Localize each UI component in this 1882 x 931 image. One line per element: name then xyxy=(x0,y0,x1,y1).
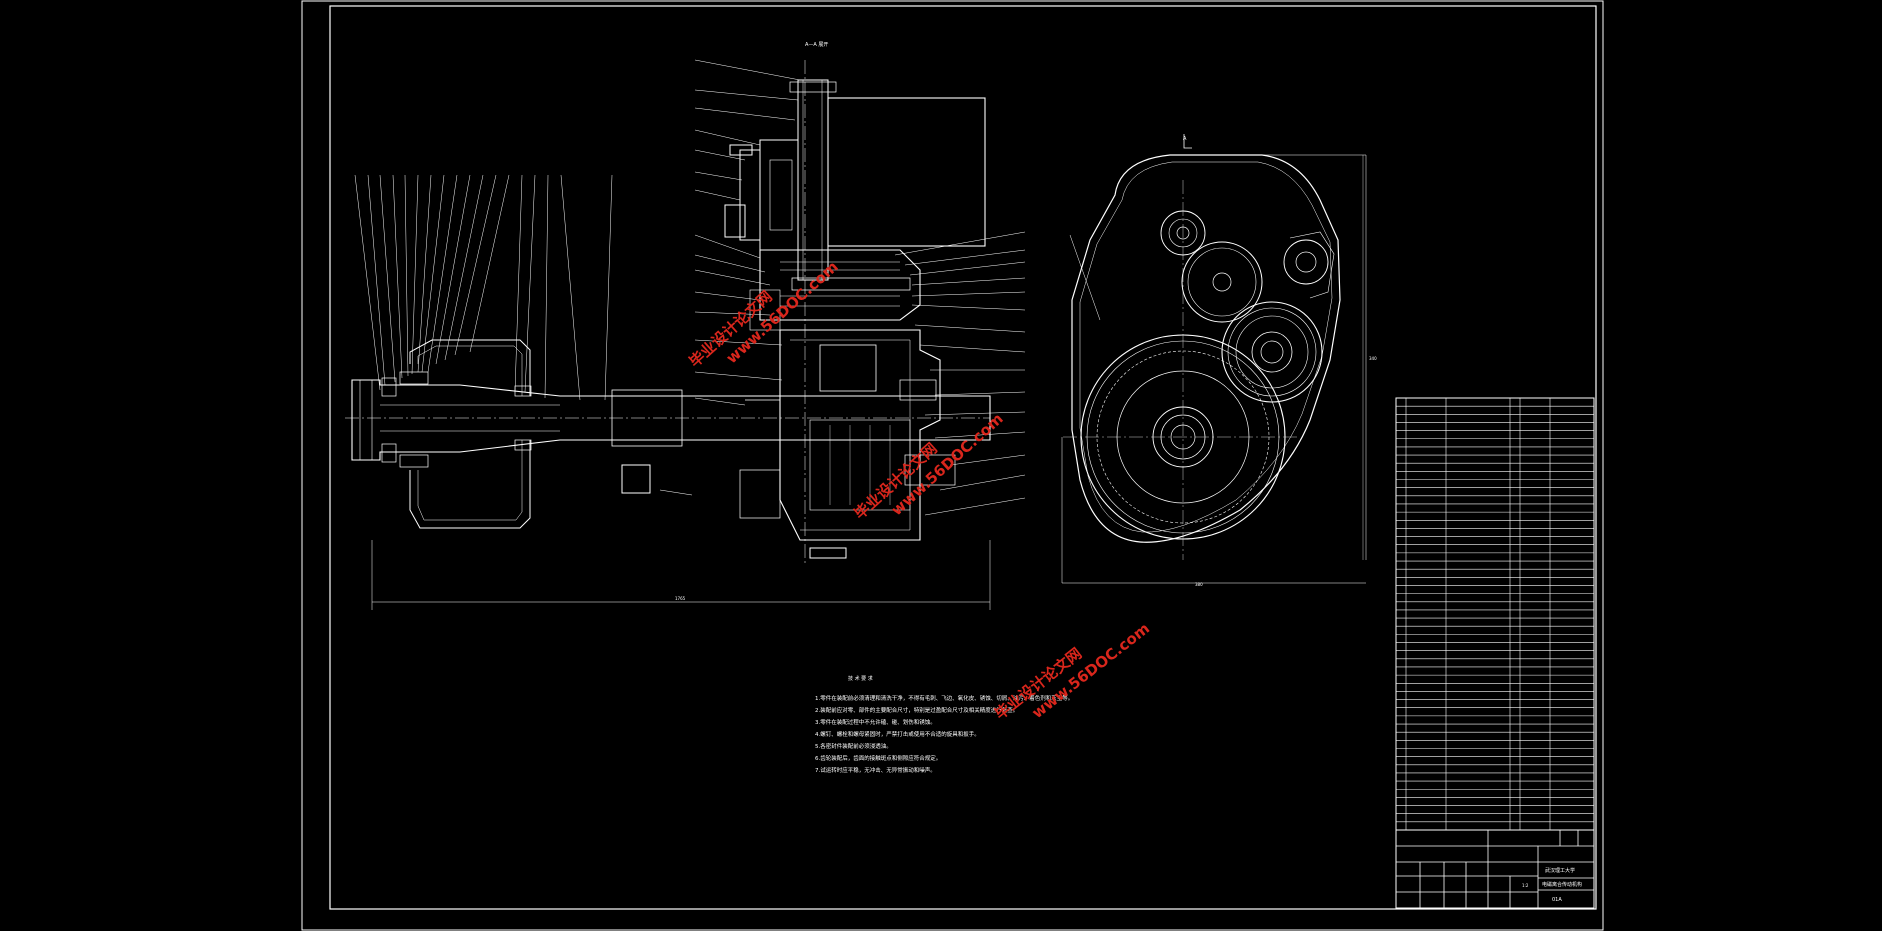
drawing-scale: 1:2 xyxy=(1522,883,1529,888)
leader-lines-center-left xyxy=(694,59,801,406)
side-view: A 380 xyxy=(1061,134,1377,587)
tech-req-item-4: 4.螺钉、螺栓和螺母紧固时，严禁打击或使用不合适的旋具和扳手。 xyxy=(815,730,980,738)
parts-list-table xyxy=(1395,397,1595,909)
parts-list-rows xyxy=(1396,405,1594,823)
section-label: A—A 展开 xyxy=(805,42,828,48)
tech-req-item-7: 7.试运转时应平稳，无冲击、无异常振动和噪声。 xyxy=(815,766,936,774)
tech-req-item-1: 1.零件在装配前必须清理和清洗干净，不得有毛刺、飞边、氧化皮、锈蚀、切屑、油污、… xyxy=(815,694,1073,702)
drawing-name: 电磁离合传动机构 xyxy=(1542,881,1582,888)
parts-list-columns xyxy=(1405,398,1551,830)
outer-frame xyxy=(301,0,1604,931)
tech-req-item-5: 5.各密封件装配前必须浸透油。 xyxy=(815,742,892,750)
tech-req-item-3: 3.零件在装配过程中不允许磕、碰、划伤和锈蚀。 xyxy=(815,718,936,726)
tech-req-item-2: 2.装配前应对零、部件的主要配合尺寸，特别是过盈配合尺寸及相关精度进行复查。 xyxy=(815,706,1018,714)
tech-req-item-6: 6.齿轮装配后，齿面的接触斑点和侧隙应符合规定。 xyxy=(815,754,941,762)
drawing-code: 01A xyxy=(1552,897,1562,903)
leader-lines-left xyxy=(354,174,613,401)
title-block: 武汉理工大学 电磁离合传动机构 01A 1:2 xyxy=(1395,829,1595,909)
dim-gearbox-width: 380 xyxy=(1195,582,1203,587)
school-name: 武汉理工大学 xyxy=(1545,867,1575,874)
dim-side-height: 340 xyxy=(1369,356,1377,361)
tech-req-title: 技 术 要 求 xyxy=(848,675,873,682)
dim-overall-length: 1765 xyxy=(675,596,686,601)
section-view: A—A 展开 xyxy=(345,42,1026,610)
technical-requirements: 技 术 要 求 1.零件在装配前必须清理和清洗干净，不得有毛刺、飞边、氧化皮、锈… xyxy=(815,675,1073,774)
inner-frame xyxy=(329,5,1597,910)
leader-lines-right xyxy=(894,231,1026,516)
view-label: A xyxy=(1183,136,1187,142)
